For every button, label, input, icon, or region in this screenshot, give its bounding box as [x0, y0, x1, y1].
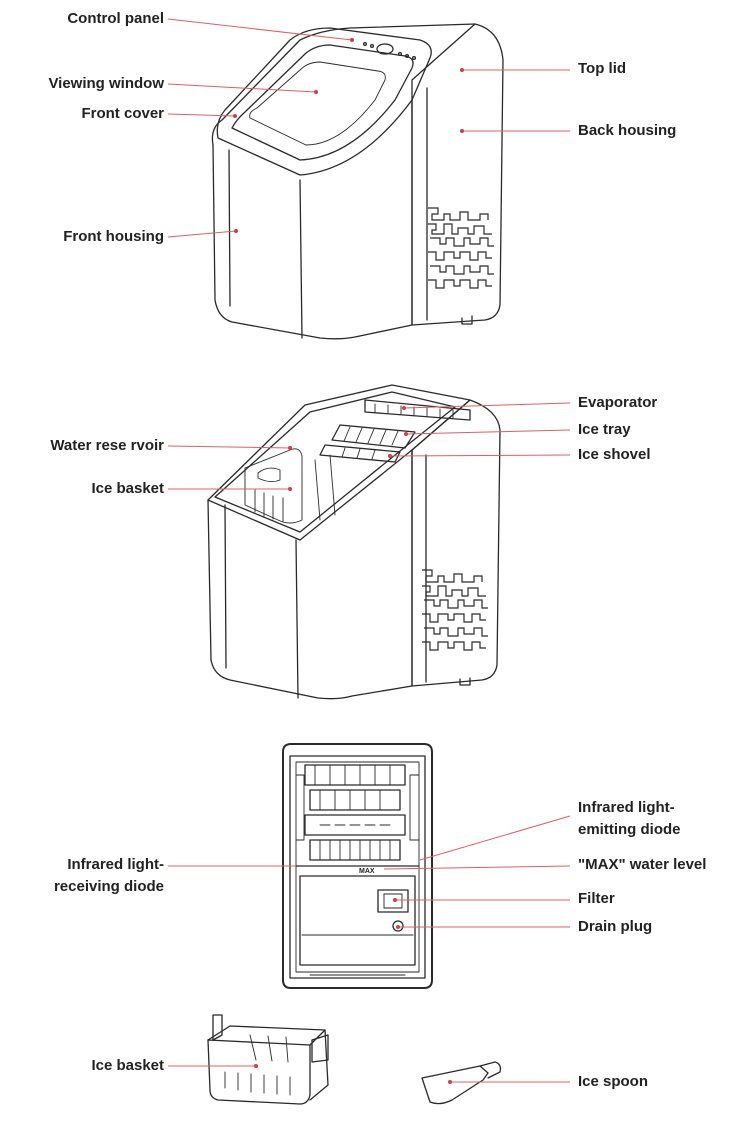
label-top-lid: Top lid	[578, 60, 627, 77]
label-ice-basket: Ice basket	[91, 480, 164, 497]
label-ir-receiving-diode: Infrared light- receiving diode	[54, 854, 164, 898]
label-ir-emitting-diode: Infrared light- emitting diode	[578, 797, 681, 841]
label-accessory-ice-basket: Ice basket	[91, 1057, 164, 1074]
label-filter: Filter	[578, 890, 615, 907]
label-ice-shovel: Ice shovel	[578, 446, 651, 463]
open-unit-drawing	[207, 384, 501, 700]
label-ice-tray: Ice tray	[578, 421, 631, 438]
accessory-ice-spoon-drawing	[421, 1061, 502, 1105]
assembled-unit-drawing	[211, 23, 504, 340]
label-water-reservoir: Water rese rvoir	[50, 437, 164, 454]
label-drain-plug: Drain plug	[578, 918, 653, 935]
label-viewing-window: Viewing window	[48, 75, 164, 92]
accessory-ice-basket-drawing	[207, 1014, 329, 1105]
label-back-housing: Back housing	[578, 122, 677, 139]
label-control-panel: Control panel	[67, 10, 164, 27]
label-max-water-level: "MAX" water level	[578, 856, 707, 873]
label-ir-emitting-line1: Infrared light-	[578, 799, 675, 816]
label-evaporator: Evaporator	[578, 394, 658, 411]
label-ir-emitting-line2: emitting diode	[578, 821, 681, 838]
top-view-drawing: MAX	[282, 743, 433, 989]
label-ice-spoon: Ice spoon	[578, 1073, 649, 1090]
max-mark: MAX	[359, 868, 375, 875]
label-front-cover: Front cover	[81, 105, 164, 122]
label-front-housing: Front housing	[63, 228, 164, 245]
label-ir-receiving-line2: receiving diode	[53, 878, 164, 895]
label-ir-receiving-line1: Infrared light-	[67, 856, 164, 873]
leader-lines	[167, 18, 571, 1084]
